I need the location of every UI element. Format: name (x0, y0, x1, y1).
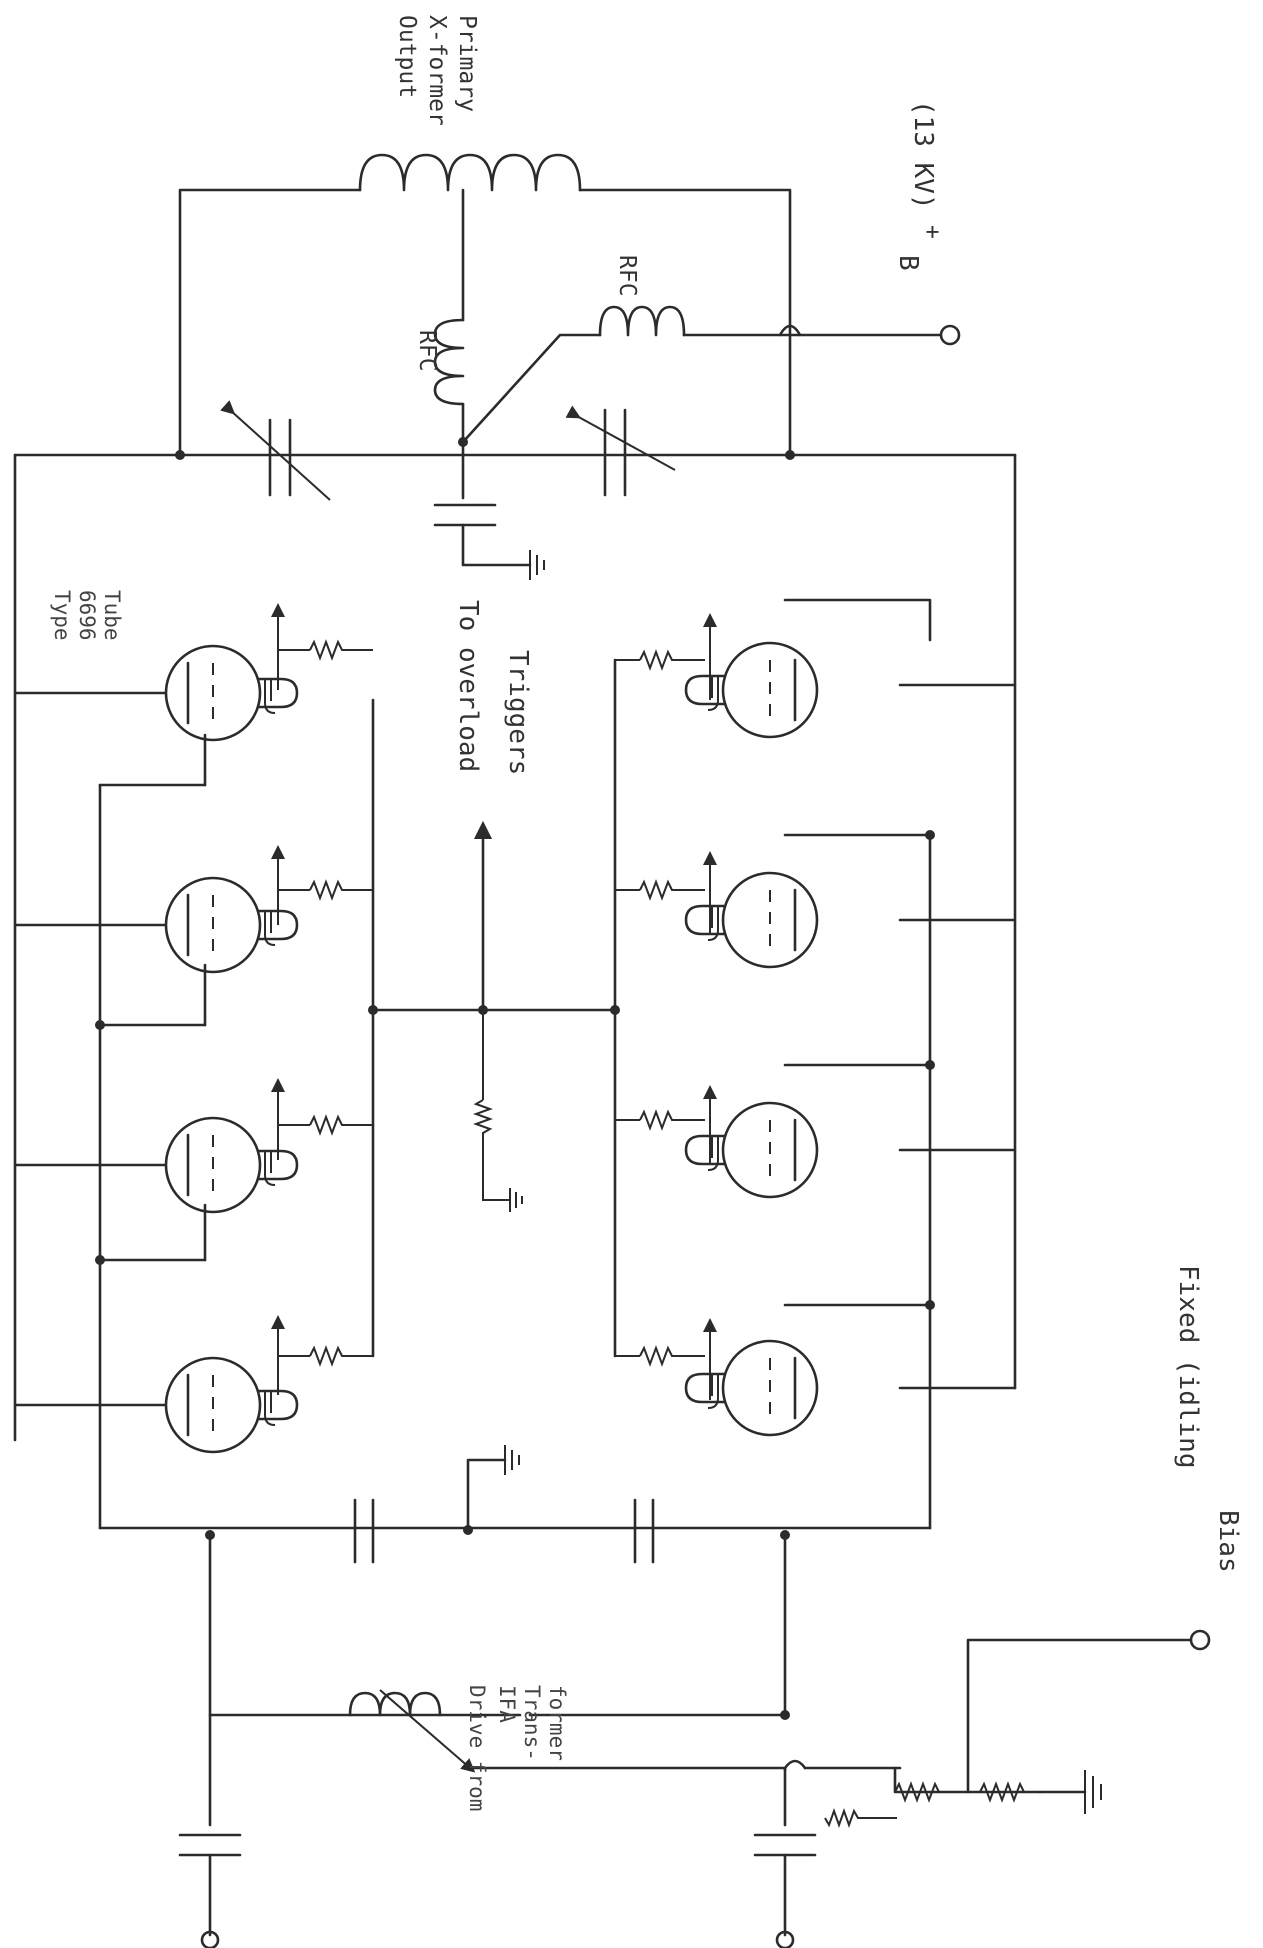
b-plus-superscript: + (919, 225, 945, 239)
input-transformer-secondary (348, 1691, 442, 1717)
output-label-1: Output (394, 15, 420, 98)
overload-label-2: Triggers (503, 650, 533, 775)
drive-label-3: Trans- (520, 1685, 544, 1761)
bias-label-1: Fixed (idling (1173, 1265, 1203, 1469)
output-label-2: X-former (424, 15, 450, 126)
upper-tube-bank (13, 453, 375, 1530)
tuning-capacitor-right (565, 405, 676, 497)
drive-label-4: former (545, 1685, 569, 1761)
lower-tube-bank (613, 453, 1017, 1530)
voltage-label: (13 KV) (908, 100, 938, 210)
tube-type-label-3: Tube (100, 590, 124, 641)
rfc-left-label: RFC (414, 330, 440, 372)
drive-label-1: Drive from (465, 1685, 489, 1811)
tube-type-label-2: 6696 (75, 590, 99, 641)
cathode-resistor (473, 1099, 493, 1175)
plate-bypass-capacitor (433, 440, 545, 580)
output-section (175, 153, 1017, 580)
lower-tube-1 (684, 641, 819, 739)
tube-type-label-1: Type (50, 590, 74, 641)
bias-resistor-2 (979, 1781, 1040, 1803)
lower-tube-3 (684, 1101, 819, 1199)
drive-label-2: IFA (495, 1685, 519, 1723)
output-label-3: Primary (454, 15, 480, 112)
bias-resistor-1 (894, 1781, 955, 1803)
b-plus-label: B (893, 255, 923, 271)
rfc-right-label: RFC (614, 255, 640, 297)
lower-tube-4 (684, 1339, 819, 1437)
bias-label-2: Bias (1213, 1510, 1243, 1573)
cathode-tie (368, 820, 620, 1212)
grid-input-section (98, 1445, 1211, 1948)
b-plus-terminal (939, 324, 961, 346)
output-transformer-primary (358, 153, 582, 192)
tuning-capacitor-left (220, 400, 331, 501)
lower-tube-2 (684, 871, 819, 969)
rfc-right-choke (598, 305, 686, 337)
bias-terminal (1189, 1629, 1211, 1651)
overload-label-1: To overload (453, 600, 483, 772)
rfc-left-choke (433, 318, 465, 406)
